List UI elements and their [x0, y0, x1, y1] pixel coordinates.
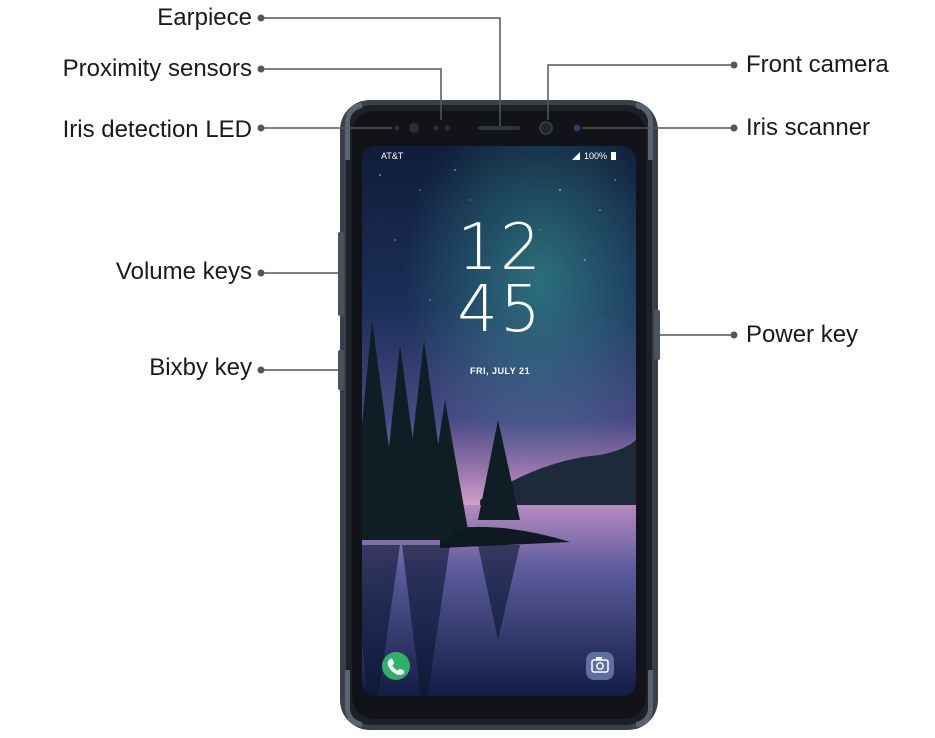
battery-icon — [611, 152, 616, 160]
camera-icon — [586, 652, 614, 680]
callout-lines — [261, 17, 734, 371]
lock-screen-wallpaper — [362, 146, 636, 696]
clock-hours: 12 — [457, 211, 543, 285]
clock-minutes: 45 — [457, 273, 543, 347]
status-battery: 100% — [584, 151, 608, 161]
signal-icon — [572, 152, 580, 160]
label-proximity-sensors: Proximity sensors — [62, 55, 252, 82]
proximity-sensor-3 — [444, 125, 450, 131]
status-carrier: AT&T — [381, 151, 404, 161]
earpiece-slot — [478, 126, 520, 130]
label-earpiece: Earpiece — [157, 4, 252, 31]
callout-dots — [257, 14, 738, 374]
label-front-camera: Front camera — [746, 51, 889, 78]
label-volume-keys: Volume keys — [115, 258, 252, 285]
label-iris-scanner: Iris scanner — [746, 114, 871, 141]
volume-key — [338, 232, 344, 316]
front-camera-lens — [539, 121, 553, 135]
label-bixby-key: Bixby key — [149, 354, 252, 381]
power-key — [654, 310, 660, 360]
phone-icon — [382, 652, 410, 680]
label-iris-detection-led: Iris detection LED — [62, 116, 252, 143]
proximity-sensor-1 — [409, 123, 419, 133]
label-power-key: Power key — [746, 321, 859, 348]
iris-scanner-lens — [573, 124, 581, 132]
bixby-key — [338, 350, 344, 390]
proximity-sensor-2 — [433, 125, 439, 131]
lock-date: FRI, JULY 21 — [469, 366, 531, 376]
iris-detection-led — [394, 125, 400, 131]
